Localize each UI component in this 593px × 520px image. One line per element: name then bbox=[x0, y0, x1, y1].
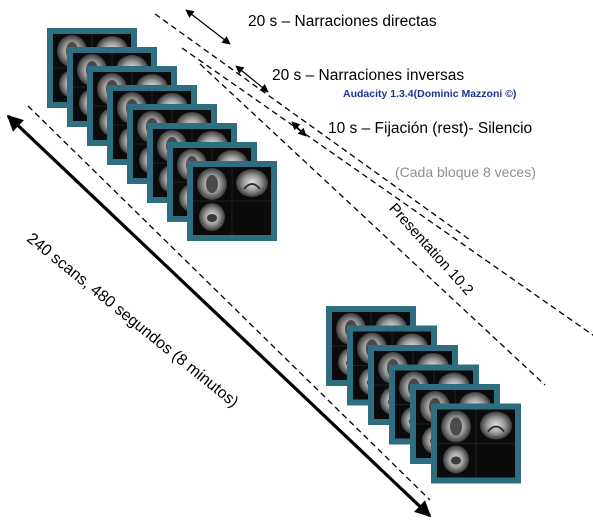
label-narraciones-directas: 20 s – Narraciones directas bbox=[248, 13, 437, 30]
double-arrow-icon bbox=[291, 121, 307, 137]
label-block-note: (Cada bloque 8 veces) bbox=[395, 164, 536, 180]
mri-scan-frame-icon bbox=[430, 402, 522, 485]
double-arrow-icon bbox=[235, 65, 269, 93]
double-arrow-icon bbox=[185, 9, 231, 45]
label-narraciones-inversas: 20 s – Narraciones inversas bbox=[272, 67, 465, 84]
upper-scan-stack bbox=[46, 27, 278, 242]
lower-scan-stack bbox=[325, 305, 522, 485]
label-software-credit: Audacity 1.3.4(Dominic Mazzoni ©) bbox=[343, 88, 517, 100]
label-fijacion-rest: 10 s – Fijación (rest)- Silencio bbox=[328, 120, 533, 137]
total-duration-arrow bbox=[6, 114, 432, 518]
mri-scan-frame-icon bbox=[186, 160, 278, 242]
